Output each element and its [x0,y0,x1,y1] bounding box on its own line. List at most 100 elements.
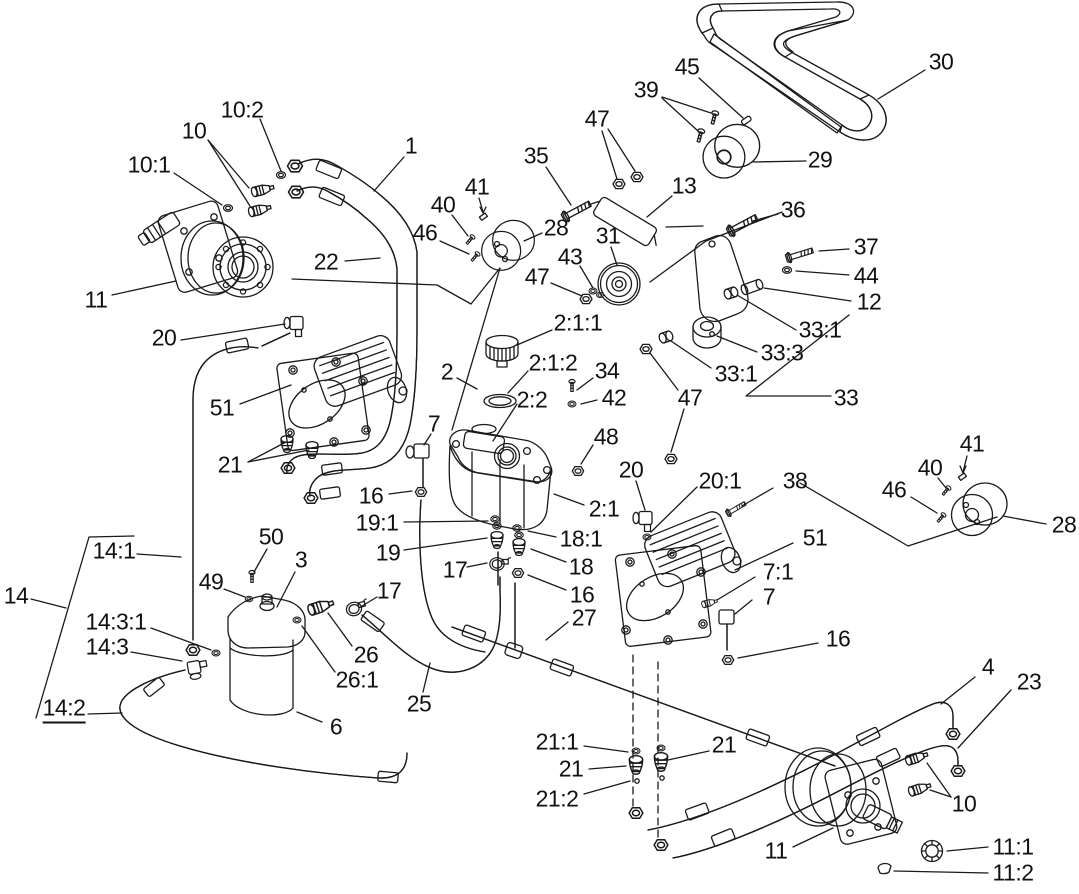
oring-21-1 [656,744,666,752]
leader-line-10-2 [259,118,282,172]
leader-line-2-1-2 [507,370,529,394]
leader-line-11 [792,827,834,848]
fitting-19 [490,530,504,550]
leader-line-33-1 [670,340,712,369]
key-11-2 [877,862,892,875]
oring-19-1 [490,515,500,523]
plug-21-2 [659,775,665,781]
leader-line-20 [180,323,286,341]
clamp-17 [344,598,371,619]
leader-line-1 [373,156,405,192]
hose-14-suction [192,346,259,641]
leader-line-21 [247,449,310,463]
leader-line-41 [962,455,968,473]
leader-line-41 [959,465,967,474]
nut-47 [630,171,644,183]
leader-line-33 [745,314,850,397]
leader-line-47 [601,130,618,180]
idler-pulley-31 [597,262,641,306]
leader-line-49 [223,588,246,598]
tee-junction [504,641,524,659]
leader-line-7 [734,599,753,615]
leader-line-20 [635,480,646,511]
screw-40-right [940,484,953,497]
leader-line-48 [580,444,594,465]
oring-14-3-1 [211,649,221,657]
leader-line-51 [239,384,292,405]
nut-16 [414,487,428,497]
leader-line-41 [478,197,484,213]
hydro-pump-51-left [261,315,408,460]
leader-line-21 [247,441,287,463]
leader-line-12 [763,287,852,302]
pin-45 [740,115,752,126]
elbow-20-right [632,510,653,533]
leader-line-14-3-1 [150,627,212,651]
reservoir-cap-2-1-1 [485,334,519,368]
leader-line-11 [111,280,177,296]
leader-line-46 [439,240,470,255]
leader-line-46 [910,496,938,514]
leader-line-7-1 [716,576,756,601]
elbow-20-left [283,315,304,338]
pin-41-right [957,472,968,482]
hose-27 [451,626,836,767]
fitting-10 [246,201,273,218]
leader-line-39 [661,96,712,114]
leader-line-19 [403,537,488,551]
washer-43 [588,287,598,295]
leader-line-40 [937,477,947,489]
bolt-37 [784,244,815,265]
leader-line-47 [607,128,636,172]
leader-line-3 [276,571,296,608]
nut-48 [571,466,585,476]
stud-46-right [935,511,948,524]
leader-line-28 [523,232,543,242]
leader-line-14 [35,535,135,719]
leader-line-34 [576,377,594,391]
leader-line-39 [661,97,699,132]
motor-shaft [137,211,181,246]
spacer-12 [740,278,764,296]
wheel-motor-11-bottom [784,747,944,875]
leader-line-27 [545,621,569,641]
leader-line-22 [344,257,381,262]
leader-line-47 [670,408,685,453]
flat-idler-28-left [481,219,536,271]
leader-line-21 [588,765,627,770]
fitting-10 [249,181,276,198]
leader-line-51 [734,542,794,571]
fittings-21-bottom [628,744,669,784]
leader-line-10 [207,139,251,207]
leader-line-10 [926,762,952,798]
oring-21-1 [631,747,641,755]
pulley-29 [694,109,761,179]
bushing-33-1 [722,285,740,301]
fitting-21 [653,751,669,772]
leader-line-2-1-1 [516,329,553,346]
leader-line-13 [646,195,673,218]
elbow-7-right [718,609,735,665]
drive-belt [696,1,887,141]
oring-26-1 [292,616,302,624]
filter-canister-6 [229,637,294,716]
leader-line-25 [422,662,431,693]
leader-line-14-3 [130,651,183,662]
leader-line-16 [527,574,567,591]
pin-33-3 [709,331,715,337]
elbow-14-3 [186,658,210,681]
screw-34 [568,378,576,392]
leader-line-18 [530,548,567,563]
pulley-28-right [935,472,1008,537]
fitting-26 [305,596,336,617]
leader-line-26 [327,612,353,647]
leader-line-21 [667,750,710,761]
leader-line-47 [550,282,583,297]
leader-line-38 [741,487,774,507]
leader-line-45 [698,77,744,119]
leader-line-36 [752,213,779,222]
leader-line-29 [752,160,807,163]
hose-collars [143,159,901,847]
oring-18-1 [512,524,522,532]
leader-line-10 [929,789,952,798]
